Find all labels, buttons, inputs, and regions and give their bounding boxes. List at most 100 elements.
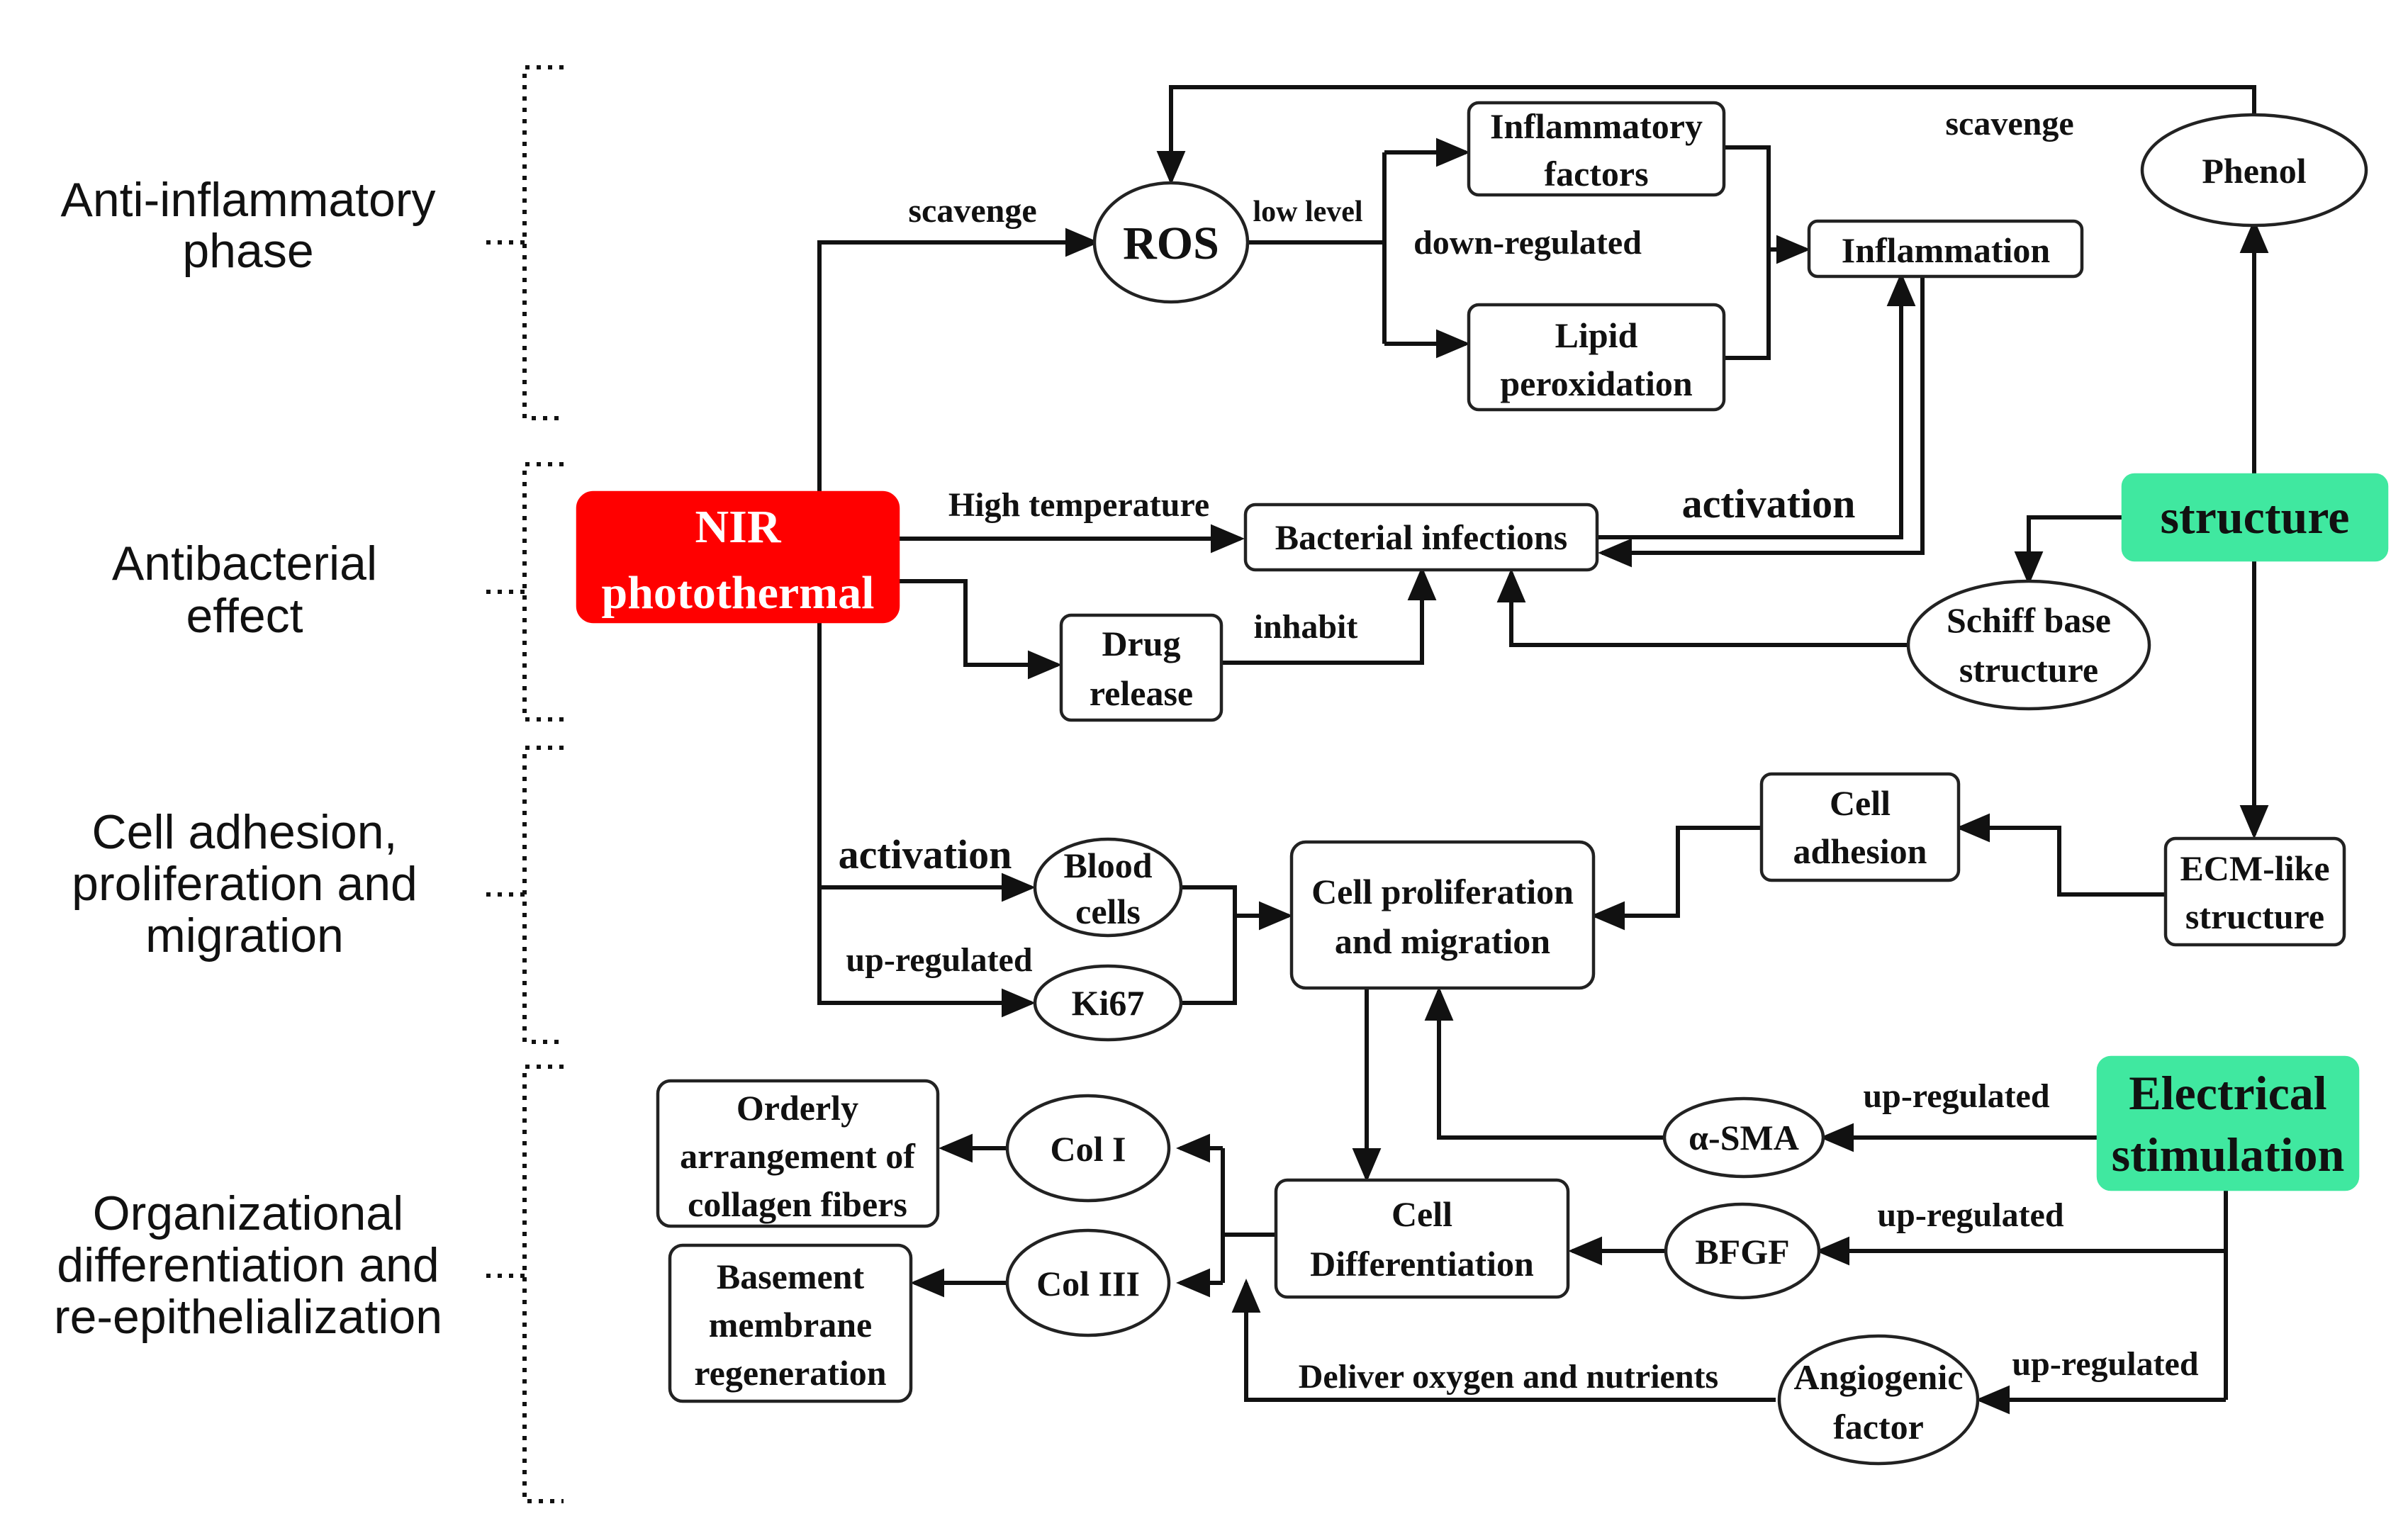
phase-line: Organizational (93, 1186, 403, 1240)
label-activation-top: activation (1682, 481, 1856, 527)
edge-phenol-to-ros (1156, 85, 2256, 185)
node-line: Cell proliferation (1311, 872, 1574, 911)
node-line: Bacterial infections (1275, 517, 1567, 557)
node-angiogenic-factor: Angiogenic factor (1777, 1334, 1980, 1466)
edge-ros-branch (1248, 152, 1387, 344)
node-line: adhesion (1793, 831, 1927, 871)
node-line: peroxidation (1500, 364, 1693, 403)
node-line: release (1090, 673, 1193, 713)
node-inflammatory-factors: Inflammatory factors (1467, 101, 1726, 197)
node-ki67: Ki67 (1033, 964, 1183, 1042)
node-line: ECM-like (2180, 848, 2329, 888)
edge-angio-to-diff (1231, 1279, 1776, 1402)
edge-electrical-trunk (1825, 1191, 2228, 1400)
node-line: Inflammation (1842, 230, 2051, 270)
edge-nir-to-ki67 (817, 887, 1036, 1018)
label-inhabit: inhabit (1254, 608, 1358, 646)
node-line: photothermal (602, 567, 875, 619)
phase-line: phase (182, 224, 313, 278)
phase-anti-inflammatory: Anti-inflammatory phase (60, 173, 435, 278)
node-col-iii: Col III (1005, 1228, 1171, 1337)
phase-line: migration (145, 909, 344, 962)
node-line: stimulation (2112, 1128, 2345, 1182)
label-scavenge-right: scavenge (1945, 105, 2073, 142)
node-inflammation: Inflammation (1807, 219, 2084, 279)
node-drug-release: Drug release (1059, 613, 1223, 722)
edge-nir-to-ros (817, 228, 1099, 493)
edge-structure-to-schiff (2014, 515, 2123, 585)
node-line: Inflammatory (1490, 106, 1703, 146)
node-basement-membrane: Basement membrane regeneration (668, 1243, 913, 1403)
label-low-level: low level (1253, 196, 1362, 228)
node-schiff-base-structure: Schiff base structure (1906, 579, 2151, 711)
edge-inflammation-to-bacterial (1598, 276, 1925, 568)
phase-line: proliferation and (72, 857, 418, 911)
edge-nir-to-drug (899, 579, 1062, 680)
label-activation-mid: activation (839, 831, 1012, 877)
node-ros: ROS (1092, 181, 1250, 304)
phase-line: effect (186, 589, 303, 643)
node-line: structure (2185, 897, 2324, 936)
node-orderly-arrangement: Orderly arrangement of collagen fibers (656, 1079, 940, 1228)
edge-labels: scavenge scavenge low level down-regulat… (839, 105, 2199, 1396)
edge-schiff-to-bacterial (1496, 568, 1907, 647)
edge-asma-to-prolif (1424, 987, 1664, 1140)
phase-line: Anti-inflammatory (60, 173, 435, 227)
edges (817, 85, 2269, 1415)
phase-line: Antibacterial (112, 537, 377, 590)
label-up-regulated-angio: up-regulated (2012, 1345, 2198, 1383)
label-up-regulated-asma: up-regulated (1863, 1077, 2049, 1115)
phase-line: differentiation and (57, 1238, 439, 1292)
label-scavenge-left: scavenge (908, 192, 1036, 230)
node-line: and migration (1335, 921, 1550, 961)
node-line: Cell (1391, 1194, 1452, 1234)
bracket-anti-inflammatory (482, 65, 564, 420)
phase-antibacterial: Antibacterial effect (112, 537, 377, 643)
node-line: Lipid (1555, 315, 1638, 355)
node-line: factor (1833, 1407, 1924, 1447)
edge-drug-to-bacterial (1223, 566, 1437, 665)
node-line: Basement (717, 1257, 865, 1296)
node-line: cells (1075, 892, 1141, 931)
node-line: NIR (695, 501, 781, 553)
node-line: structure (1959, 650, 2098, 690)
node-line: Ki67 (1072, 983, 1145, 1023)
node-lipid-peroxidation: Lipid peroxidation (1467, 303, 1726, 412)
node-line: Phenol (2202, 151, 2306, 191)
phase-cell-adhesion: Cell adhesion, proliferation and migrati… (72, 805, 418, 962)
label-deliver-oxygen: Deliver oxygen and nutrients (1299, 1358, 1718, 1396)
node-col-i: Col I (1005, 1094, 1171, 1203)
node-bacterial-infections: Bacterial infections (1243, 503, 1599, 572)
node-line: Drug (1102, 624, 1180, 663)
node-alpha-sma: α-SMA (1662, 1096, 1825, 1179)
edge-factors-to-inflammation (1724, 145, 1801, 360)
node-line: collagen fibers (688, 1184, 907, 1224)
node-structure: structure (2121, 473, 2389, 562)
node-line: membrane (709, 1305, 873, 1345)
node-line: Angiogenic (1794, 1357, 1964, 1397)
bracket-cell-adhesion (482, 746, 564, 1044)
node-line: Orderly (737, 1088, 858, 1128)
label-up-regulated-bfgf: up-regulated (1877, 1196, 2063, 1234)
node-line: Cell (1830, 783, 1891, 823)
node-line: α-SMA (1689, 1118, 1799, 1157)
node-line: Schiff base (1947, 600, 2111, 640)
node-nir-photothermal: NIR photothermal (576, 490, 900, 624)
node-phenol: Phenol (2140, 113, 2368, 228)
phase-brackets (482, 65, 564, 1503)
edge-adhesion-to-prolif (1591, 826, 1762, 931)
node-line: arrangement of (680, 1136, 916, 1176)
phase-differentiation: Organizational differentiation and re-ep… (54, 1186, 442, 1344)
bracket-differentiation (482, 1065, 564, 1503)
phase-line: Cell adhesion, (92, 805, 398, 859)
node-line: regeneration (694, 1353, 886, 1393)
bracket-antibacterial (482, 462, 564, 722)
phase-line: re-epithelialization (54, 1290, 442, 1344)
node-bfgf: BFGF (1664, 1202, 1821, 1300)
node-line: BFGF (1695, 1232, 1789, 1272)
node-line: Col III (1036, 1264, 1140, 1303)
node-line: Blood (1063, 846, 1152, 885)
node-line: Differentiation (1310, 1244, 1534, 1284)
label-up-regulated-ki67: up-regulated (846, 941, 1032, 979)
